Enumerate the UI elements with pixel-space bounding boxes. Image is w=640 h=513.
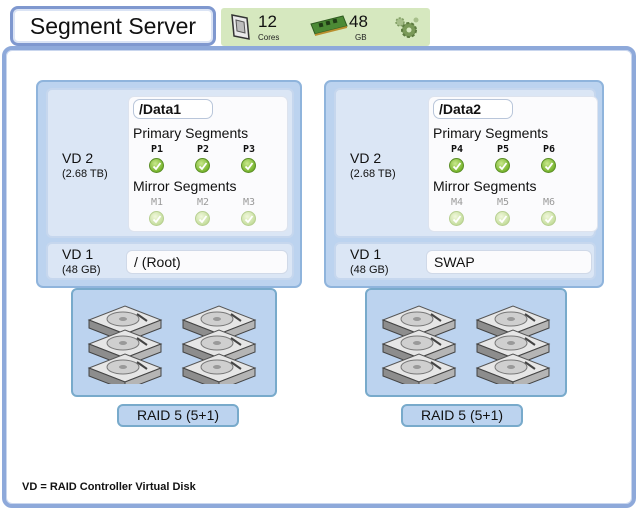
vd2-size: (2.68 TB)	[350, 168, 396, 180]
mirror-segment-status-icon	[149, 211, 164, 226]
primary-segment-status-icon	[541, 158, 556, 173]
vd1-label: VD 1	[350, 246, 382, 262]
primary-segment-status-icon	[495, 158, 510, 173]
vd1-panel: VD 1 (48 GB) SWAP	[334, 242, 596, 280]
hard-drive-stack-icon	[179, 302, 259, 391]
disk-array-1	[71, 288, 277, 397]
vd2-label: VD 2	[350, 150, 382, 166]
primary-segment-label: P4	[450, 144, 464, 155]
disk-array-2	[365, 288, 567, 397]
hard-drive-stack-icon	[379, 302, 459, 391]
mirror-segment-status-icon	[195, 211, 210, 226]
primary-segments-heading: Primary Segments	[133, 125, 249, 141]
primary-segment-status-icon	[449, 158, 464, 173]
memory-module-icon	[310, 15, 348, 36]
mirror-segment-label: M5	[496, 197, 510, 208]
mirror-segment-status-icon	[495, 211, 510, 226]
mirror-segments-heading: Mirror Segments	[133, 178, 237, 194]
raid-label-1: RAID 5 (5+1)	[117, 404, 239, 427]
primary-segment-status-icon	[195, 158, 210, 173]
mount-point: SWAP	[426, 250, 592, 274]
data-path: /Data1	[133, 99, 213, 119]
gears-icon	[395, 17, 419, 38]
vd1-size: (48 GB)	[62, 264, 101, 276]
mirror-segment-label: M3	[242, 197, 256, 208]
primary-segments-heading: Primary Segments	[433, 125, 549, 141]
mirror-segments-heading: Mirror Segments	[433, 178, 537, 194]
cores-value: 12	[258, 12, 277, 31]
page-title: Segment Server	[10, 6, 216, 46]
vd1-panel: VD 1 (48 GB) / (Root)	[46, 242, 294, 280]
memory-value: 48	[349, 12, 368, 31]
mirror-segment-label: M6	[542, 197, 556, 208]
primary-segment-status-icon	[241, 158, 256, 173]
mirror-segment-label: M2	[196, 197, 210, 208]
vd2-label: VD 2	[62, 150, 94, 166]
vd1-label: VD 1	[62, 246, 94, 262]
mirror-segment-label: M1	[150, 197, 164, 208]
mount-point: / (Root)	[126, 250, 288, 274]
data-path: /Data2	[433, 99, 513, 119]
mirror-segment-status-icon	[541, 211, 556, 226]
footnote: VD = RAID Controller Virtual Disk	[22, 481, 196, 493]
mirror-segment-status-icon	[241, 211, 256, 226]
memory-unit: GB	[355, 33, 367, 42]
primary-segment-label: P6	[542, 144, 556, 155]
cpu-chip-icon	[231, 14, 250, 40]
hard-drive-stack-icon	[85, 302, 165, 391]
vd1-size: (48 GB)	[350, 264, 389, 276]
primary-segment-label: P5	[496, 144, 510, 155]
vd2-size: (2.68 TB)	[62, 168, 108, 180]
cores-unit: Cores	[258, 33, 280, 42]
primary-segment-label: P3	[242, 144, 256, 155]
mirror-segment-label: M4	[450, 197, 464, 208]
hard-drive-stack-icon	[473, 302, 553, 391]
raid-label-2: RAID 5 (5+1)	[401, 404, 523, 427]
primary-segment-status-icon	[149, 158, 164, 173]
mirror-segment-status-icon	[449, 211, 464, 226]
primary-segment-label: P2	[196, 144, 210, 155]
hardware-spec-strip: 12 Cores 48 GB	[221, 8, 430, 46]
primary-segment-label: P1	[150, 144, 164, 155]
